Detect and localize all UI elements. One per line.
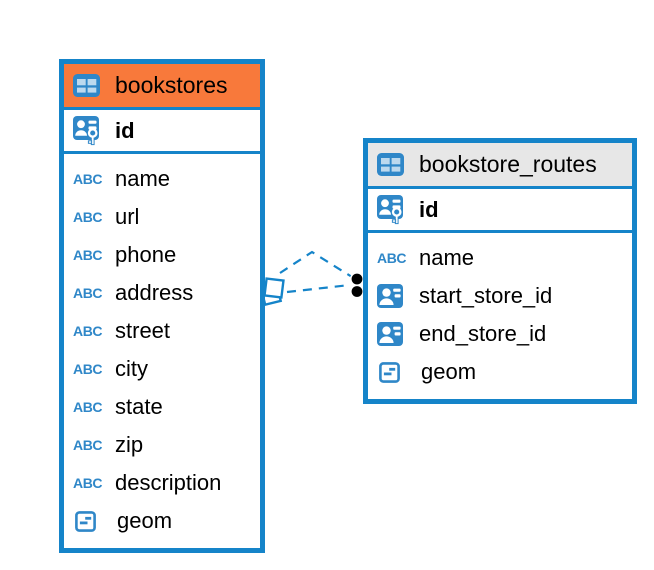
column-name: name	[115, 166, 171, 191]
column-row-id[interactable]: id	[368, 189, 632, 233]
foreign-key-icon	[377, 322, 410, 346]
column-row-address[interactable]: ABC address	[64, 274, 260, 312]
column-name: id	[115, 118, 135, 143]
relationship-target-marker	[349, 271, 364, 299]
text-type-icon: ABC	[377, 250, 407, 266]
table-bookstores[interactable]: bookstores id ABC name	[59, 59, 265, 553]
table-bookstores-header[interactable]: bookstores	[64, 64, 260, 110]
text-type-icon: ABC	[73, 399, 103, 415]
column-row-zip[interactable]: ABC zip	[64, 426, 260, 464]
geometry-type-icon	[377, 361, 412, 383]
column-name: street	[115, 318, 171, 343]
column-row-id[interactable]: id	[64, 110, 260, 154]
primary-key-icon	[377, 195, 410, 225]
text-type-icon: ABC	[73, 209, 103, 225]
column-row-street[interactable]: ABC street	[64, 312, 260, 350]
column-name: city	[115, 356, 148, 381]
column-name: address	[115, 280, 194, 305]
geometry-type-icon	[73, 510, 108, 532]
relationship-lines[interactable]	[279, 250, 353, 294]
text-type-icon: ABC	[73, 437, 103, 453]
text-type-icon: ABC	[73, 361, 103, 377]
column-name: name	[419, 245, 475, 270]
table-icon	[73, 74, 106, 97]
column-name: phone	[115, 242, 177, 267]
column-name: url	[115, 204, 140, 229]
primary-key-icon	[73, 116, 106, 146]
column-name: id	[419, 197, 439, 222]
table-bookstore-routes[interactable]: bookstore_routes id ABC name	[363, 138, 637, 404]
column-name: description	[115, 470, 222, 495]
column-name: state	[115, 394, 163, 419]
column-row-description[interactable]: ABC description	[64, 464, 260, 502]
column-name: zip	[115, 432, 144, 457]
columns-section: ABC name ABC url ABC phone ABC address A…	[64, 154, 260, 548]
column-row-name[interactable]: ABC name	[368, 239, 632, 277]
column-row-geom[interactable]: geom	[64, 502, 260, 540]
column-name: start_store_id	[419, 283, 553, 308]
column-row-url[interactable]: ABC url	[64, 198, 260, 236]
column-row-name[interactable]: ABC name	[64, 160, 260, 198]
column-name: geom	[117, 508, 173, 533]
text-type-icon: ABC	[73, 475, 103, 491]
column-row-state[interactable]: ABC state	[64, 388, 260, 426]
column-name: geom	[421, 359, 477, 384]
column-row-phone[interactable]: ABC phone	[64, 236, 260, 274]
column-row-city[interactable]: ABC city	[64, 350, 260, 388]
table-name: bookstores	[115, 72, 228, 98]
column-row-start-store-id[interactable]: start_store_id	[368, 277, 632, 315]
text-type-icon: ABC	[73, 171, 103, 187]
table-icon	[377, 153, 410, 176]
column-row-geom[interactable]: geom	[368, 353, 632, 391]
table-bookstore-routes-header[interactable]: bookstore_routes	[368, 143, 632, 189]
table-name: bookstore_routes	[419, 151, 597, 177]
column-row-end-store-id[interactable]: end_store_id	[368, 315, 632, 353]
columns-section: ABC name start_store_id	[368, 233, 632, 399]
foreign-key-icon	[377, 284, 410, 308]
column-name: end_store_id	[419, 321, 547, 346]
text-type-icon: ABC	[73, 247, 103, 263]
text-type-icon: ABC	[73, 285, 103, 301]
text-type-icon: ABC	[73, 323, 103, 339]
